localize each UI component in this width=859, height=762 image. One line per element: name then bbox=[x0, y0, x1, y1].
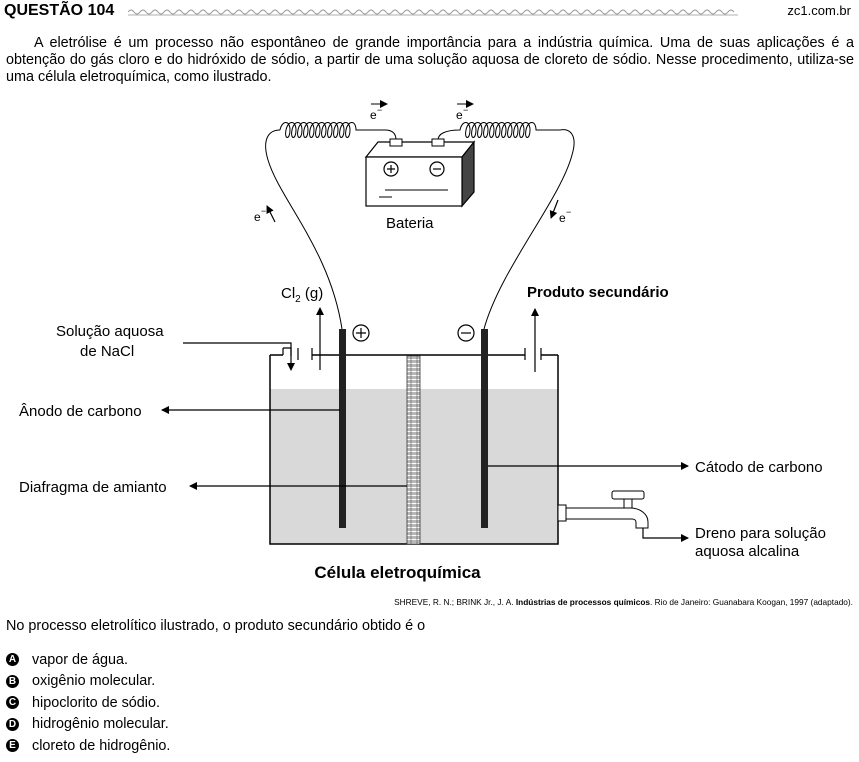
secondary-product-label: Produto secundário bbox=[527, 284, 669, 301]
option-letter-badge: C bbox=[6, 696, 19, 710]
cathode-minus-icon bbox=[457, 324, 475, 342]
electron-charge-label: − bbox=[463, 105, 468, 115]
cathode-electrode bbox=[481, 329, 488, 528]
option-text: hidrogênio molecular. bbox=[32, 716, 169, 733]
figure-caption-text: Célula eletroquímica bbox=[314, 563, 481, 582]
intro-paragraph: A eletrólise é um processo não espontâne… bbox=[6, 35, 854, 86]
drain-faucet bbox=[557, 490, 649, 529]
option-text: vapor de água. bbox=[32, 651, 129, 668]
electron-label: e bbox=[559, 211, 566, 225]
electron-charge-label: − bbox=[261, 206, 266, 216]
battery-plus-icon bbox=[383, 161, 399, 177]
solution-pointer bbox=[183, 342, 295, 371]
option-text: cloreto de hidrogênio. bbox=[32, 737, 171, 754]
electron-arrow-right-side bbox=[549, 199, 559, 219]
battery-label: Bateria bbox=[386, 215, 434, 232]
solution-label-line1: Solução aquosa bbox=[56, 323, 164, 340]
option-letter-badge: A bbox=[6, 653, 19, 667]
source-book: Indústrias de processos químicos bbox=[515, 597, 651, 607]
electrolysis-diagram: e − e − e − e − Bateria Cl2 (g) Produto … bbox=[19, 100, 826, 560]
source-citation: SHREVE, R. N.; BRINK Jr., J. A. Indústri… bbox=[394, 597, 853, 607]
cl2-label: Cl2 (g) bbox=[281, 285, 323, 305]
left-coil bbox=[279, 122, 397, 141]
asbestos-diaphragm bbox=[406, 355, 421, 545]
electron-charge-label: − bbox=[566, 207, 571, 217]
anode-label: Ânodo de carbono bbox=[19, 403, 142, 420]
solution-label-line2: de NaCl bbox=[80, 343, 134, 360]
electron-label: e bbox=[370, 108, 377, 122]
drain-pointer bbox=[642, 528, 689, 542]
source-rest: . Rio de Janeiro: Guanabara Koogan, 1997… bbox=[650, 597, 853, 607]
option-letter-badge: B bbox=[6, 674, 19, 688]
right-coil bbox=[437, 122, 560, 141]
left-wire bbox=[265, 129, 343, 330]
site-watermark: zc1.com.br bbox=[787, 3, 851, 18]
header-wave-decoration bbox=[128, 9, 738, 16]
option-letter-badge: E bbox=[6, 739, 19, 753]
electron-label: e bbox=[254, 210, 261, 224]
product-outlet bbox=[524, 348, 542, 360]
question-stem: No processo eletrolítico ilustrado, o pr… bbox=[6, 618, 426, 634]
option-text: oxigênio molecular. bbox=[32, 673, 156, 690]
diaphragm-label: Diafragma de amianto bbox=[19, 479, 167, 496]
anode-electrode bbox=[339, 329, 346, 528]
battery bbox=[364, 138, 476, 208]
drain-label-line2: aquosa alcalina bbox=[695, 543, 800, 560]
battery-minus-icon bbox=[429, 161, 445, 177]
drain-label-line1: Dreno para solução bbox=[695, 525, 826, 542]
option-letter-badge: D bbox=[6, 717, 19, 731]
electron-label: e bbox=[456, 108, 463, 122]
source-authors: SHREVE, R. N.; BRINK Jr., J. A. bbox=[394, 597, 516, 607]
cathode-label: Cátodo de carbono bbox=[695, 459, 823, 476]
anode-plus-icon bbox=[352, 324, 370, 342]
figure-caption: Célula eletroquímica bbox=[0, 563, 859, 583]
right-wire bbox=[483, 129, 575, 330]
option-text: hipoclorito de sódio. bbox=[32, 694, 160, 711]
cl2-outlet bbox=[297, 348, 313, 360]
question-number: QUESTÃO 104 bbox=[4, 2, 115, 19]
electron-arrow-left-side bbox=[266, 205, 276, 223]
electron-charge-label: − bbox=[377, 105, 382, 115]
intro-text: A eletrólise é um processo não espontâne… bbox=[6, 35, 854, 85]
inlet-tube bbox=[282, 347, 292, 356]
